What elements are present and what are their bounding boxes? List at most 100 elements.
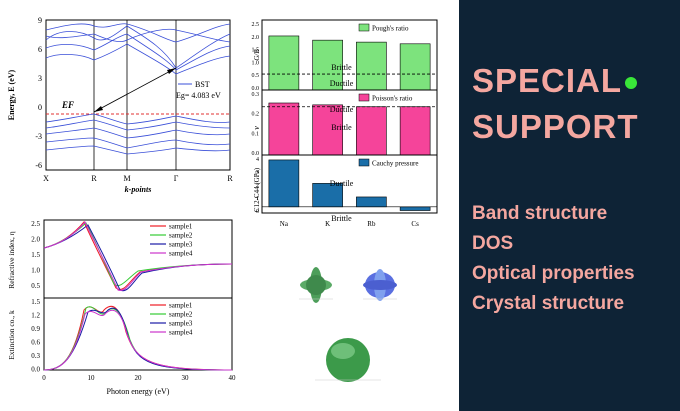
refractive-y-tick: 2.0 bbox=[31, 236, 40, 244]
legend-label: sample1 bbox=[169, 223, 193, 231]
band-curve bbox=[45, 43, 231, 75]
band-plot-frame bbox=[45, 19, 231, 171]
extinction-curves bbox=[43, 305, 233, 371]
cauchy-bar bbox=[399, 206, 431, 211]
poisson-y-tick: 0.2 bbox=[252, 112, 260, 118]
band-y-tick: 9 bbox=[38, 16, 42, 25]
pugh-y-tick: 1.5 bbox=[252, 48, 260, 54]
pugh-legend-swatch bbox=[358, 23, 370, 32]
surface-green-small-icon bbox=[300, 267, 332, 303]
gap-arrow-head-left-icon bbox=[94, 106, 103, 112]
cauchy-legend-label: Cauchy pressure bbox=[372, 160, 418, 168]
band-x-tick: R bbox=[91, 174, 97, 183]
band-curve bbox=[45, 113, 231, 125]
extinction-y-tick: 0.0 bbox=[31, 366, 40, 374]
poisson-bar bbox=[312, 104, 343, 156]
band-y-label: Energy, E (eV) bbox=[7, 69, 16, 120]
gap-arrow bbox=[93, 67, 177, 113]
band-curve bbox=[45, 119, 231, 131]
pugh-bar bbox=[399, 43, 431, 91]
band-x-label: k-points bbox=[125, 185, 152, 194]
extinction-x-label: Photon energy (eV) bbox=[107, 387, 170, 396]
extinction-x-tick: 10 bbox=[88, 374, 96, 382]
legend-label: sample2 bbox=[169, 232, 193, 240]
pugh-lower-label: Ductile bbox=[330, 79, 354, 88]
poisson-legend-swatch bbox=[358, 93, 370, 102]
sphere-highlight bbox=[331, 343, 355, 359]
mechanical-charts: Pough's ratioBrittleDuctile2.52.01.51.00… bbox=[252, 19, 438, 228]
band-x-tick: X bbox=[43, 174, 49, 183]
banner-title-line1: SPECIAL bbox=[472, 62, 638, 100]
band-y-tick: 6 bbox=[38, 45, 42, 54]
topic-crystal: Crystal structure bbox=[472, 293, 625, 314]
band-x-tick: Γ bbox=[174, 174, 179, 183]
pugh-y-tick: 1.0 bbox=[252, 60, 260, 66]
pugh-y-tick: 2.5 bbox=[252, 22, 260, 28]
accent-dot-icon bbox=[625, 77, 638, 90]
extinction-y-tick: 0.3 bbox=[31, 352, 40, 360]
band-curve bbox=[45, 137, 231, 149]
extinction-y-tick: 1.2 bbox=[31, 312, 40, 320]
elastic-surface-images bbox=[299, 267, 397, 382]
poisson-bar bbox=[356, 106, 387, 156]
extinction-y-ticks: 1.51.20.90.60.30.0 bbox=[31, 298, 40, 374]
cauchy-y-tick: 2 bbox=[256, 183, 259, 189]
cauchy-lower-label: Brittle bbox=[331, 214, 352, 223]
banner-panel bbox=[459, 0, 680, 411]
band-legend-label: BST bbox=[195, 80, 210, 89]
extinction-curve bbox=[43, 307, 233, 371]
cauchy-bar bbox=[356, 196, 387, 208]
pugh-bar bbox=[356, 41, 387, 91]
refractive-y-label: Refractive index, η bbox=[7, 231, 16, 289]
pugh-bar bbox=[268, 35, 300, 91]
mech-x-tick: Cs bbox=[411, 220, 419, 228]
band-x-tick: M bbox=[123, 174, 130, 183]
band-y-tick: -6 bbox=[35, 161, 42, 170]
band-y-tick: 0 bbox=[38, 103, 42, 112]
extinction-plot-frame bbox=[43, 297, 233, 371]
pugh-bar bbox=[312, 39, 343, 91]
refractive-plot-frame bbox=[43, 219, 233, 299]
mech-x-tick: Na bbox=[280, 220, 289, 228]
legend-label: sample4 bbox=[169, 329, 193, 337]
band-y-tick: 3 bbox=[38, 74, 42, 83]
refractive-curve bbox=[43, 221, 233, 291]
banner-title-line2: SUPPORT bbox=[472, 108, 639, 145]
cauchy-y-tick: 1 bbox=[256, 196, 259, 202]
surface-axes bbox=[299, 298, 397, 381]
extinction-x-tick: 40 bbox=[229, 374, 237, 382]
pugh-legend-label: Pough's ratio bbox=[372, 25, 409, 33]
cauchy-upper-label: Ductile bbox=[330, 179, 354, 188]
surface-blue-icon bbox=[363, 269, 397, 301]
legend-label: sample2 bbox=[169, 311, 193, 319]
band-curve bbox=[45, 28, 231, 43]
poisson-upper-label: Ductile bbox=[330, 105, 354, 114]
extinction-x-tick: 0 bbox=[42, 374, 46, 382]
extinction-y-label: Extinction co., k bbox=[7, 310, 16, 360]
extinction-x-tick: 20 bbox=[135, 374, 143, 382]
band-gap-label: Eg= 4.083 eV bbox=[176, 91, 221, 100]
cauchy-plot-frame bbox=[261, 154, 438, 214]
poisson-bar bbox=[268, 102, 300, 156]
cauchy-y-tick: 4 bbox=[256, 157, 259, 163]
band-curve bbox=[45, 25, 231, 69]
extinction-y-tick: 0.9 bbox=[31, 325, 40, 333]
band-curves bbox=[45, 23, 231, 155]
topic-dos: DOS bbox=[472, 233, 514, 254]
cauchy-y-tick: 3 bbox=[256, 170, 259, 176]
band-kpoint-lines bbox=[93, 20, 177, 170]
poisson-y-label: ν bbox=[252, 126, 261, 130]
refractive-y-ticks: 2.52.01.51.00.5 bbox=[31, 220, 40, 290]
cauchy-legend-swatch bbox=[358, 158, 370, 167]
legend-label: sample3 bbox=[169, 320, 193, 328]
gap-arrow-head-right-icon bbox=[167, 68, 176, 74]
extinction-x-tick: 30 bbox=[182, 374, 190, 382]
extinction-curve bbox=[43, 309, 233, 371]
band-curve bbox=[45, 23, 231, 43]
band-curve bbox=[45, 145, 231, 155]
optical-charts: 2.52.01.51.00.5 sample1sample2sample3sam… bbox=[7, 219, 237, 396]
refractive-curves bbox=[43, 221, 233, 292]
